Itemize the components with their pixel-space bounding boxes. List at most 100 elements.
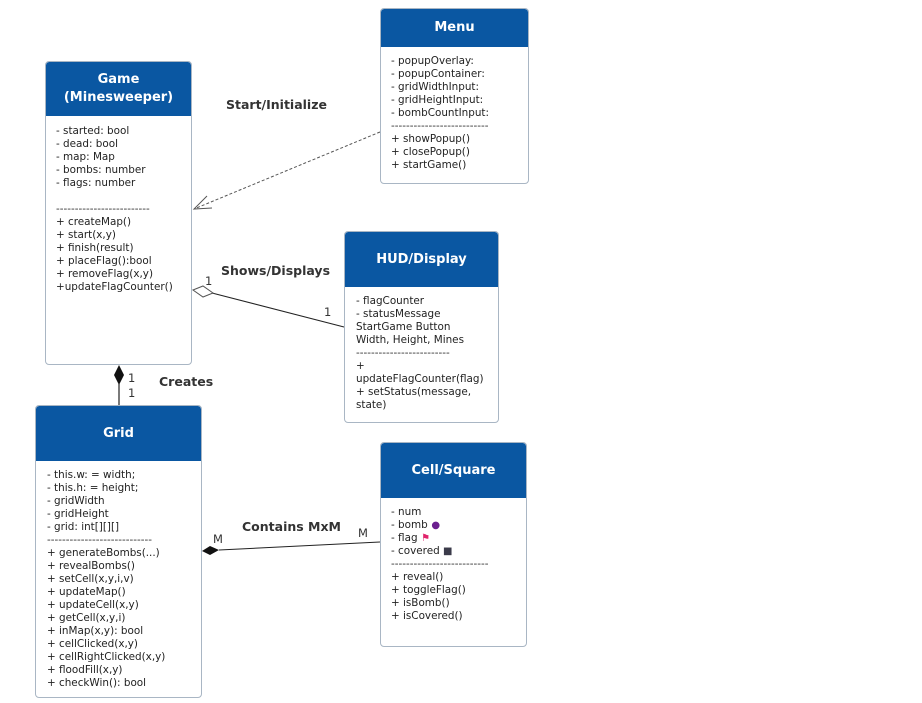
aggregation-diamond [191,285,215,298]
hud-method: state) [356,399,387,411]
multiplicity-game-hud-hud: 1 [324,305,332,319]
start-initialize-arrowhead [192,195,213,210]
game-method: + placeFlag():bool [56,255,152,267]
bomb-icon: ● [431,520,441,531]
hud-class-body: - flagCounter - statusMessage StartGame … [345,287,498,412]
grid-method: + updateMap() [47,586,126,598]
game-class-subtitle: (Minesweeper) [63,90,174,105]
cell-attribute-bomb-label: - bomb [391,519,428,531]
game-attribute: - bombs: number [56,164,146,176]
game-method: + createMap() [56,216,132,228]
hud-method: updateFlagCounter(flag) [356,373,484,385]
contains-label: Contains MxM [242,519,341,534]
menu-attribute: - gridHeightInput: [391,94,484,106]
hud-attribute: StartGame Button [356,321,451,333]
cell-attribute-bomb: - bomb● [391,519,516,532]
grid-class[interactable]: Grid - this.w: = width; - this.h: = heig… [35,405,202,698]
grid-method: + revealBombs() [47,560,135,572]
grid-method: + setCell(x,y,i,v) [47,573,134,585]
game-class-title: Game [97,72,140,87]
cell-class[interactable]: Cell/Square - num - bomb● - flag⚑ - cove… [380,442,527,647]
cell-attribute-covered-label: - covered [391,545,440,557]
game-attribute: - started: bool [56,125,130,137]
game-attribute: - flags: number [56,177,136,189]
menu-class[interactable]: Menu - popupOverlay: - popupContainer: -… [380,8,529,184]
multiplicity-game-hud-game: 1 [205,274,213,288]
hud-class-title: HUD/Display [376,251,467,267]
grid-attribute: - this.h: = height; [47,482,139,494]
composition-diamond-grid [202,546,219,555]
grid-attribute: - this.w: = width; [47,469,136,481]
grid-method: + getCell(x,y,i) [47,612,126,624]
cell-class-header: Cell/Square [381,443,526,498]
multiplicity-game-grid-game: 1 [128,371,136,385]
cell-method: + isBomb() [391,597,450,609]
multiplicity-game-grid-grid: 1 [128,386,136,400]
hud-class-header: HUD/Display [345,232,498,287]
grid-method: + cellClicked(x,y) [47,638,138,650]
grid-separator: ---------------------------- [47,534,152,546]
cell-attribute-num: - num [391,506,422,518]
cell-method: + reveal() [391,571,444,583]
grid-method: + floodFill(x,y) [47,664,123,676]
creates-label: Creates [159,374,214,389]
menu-attribute: - gridWidthInput: [391,81,479,93]
grid-class-title: Grid [103,425,134,441]
multiplicity-grid-cell-grid: M [213,532,223,546]
game-class-header: Game (Minesweeper) [46,62,191,116]
grid-attribute: - gridHeight [47,508,109,520]
game-method: + removeFlag(x,y) [56,268,154,280]
cell-method: + toggleFlag() [391,584,466,596]
grid-method: + inMap(x,y): bool [47,625,144,637]
cell-attribute-covered: - covered■ [391,545,516,558]
hud-method: + [356,360,365,372]
grid-attribute: - gridWidth [47,495,105,507]
start-initialize-label: Start/Initialize [226,97,327,112]
menu-attribute: - bombCountInput: [391,107,489,119]
grid-method: + cellRightClicked(x,y) [47,651,166,663]
game-class-body: - started: bool - dead: bool - map: Map … [46,116,191,294]
hud-attribute: - flagCounter [356,295,425,307]
square-icon: ■ [442,546,453,557]
shows-displays-connector [211,292,345,328]
grid-method: + checkWin(): bool [47,677,147,689]
menu-separator: -------------------------- [391,120,489,132]
cell-method: + isCovered() [391,610,463,622]
grid-method: + updateCell(x,y) [47,599,139,611]
cell-class-body: - num - bomb● - flag⚑ - covered■ -------… [381,498,526,623]
game-class[interactable]: Game (Minesweeper) - started: bool - dea… [45,61,192,365]
menu-attribute: - popupOverlay: [391,55,474,67]
hud-separator: ------------------------- [356,347,450,359]
game-method: +updateFlagCounter() [56,281,173,293]
menu-class-title: Menu [434,20,475,35]
menu-method: + startGame() [391,159,467,171]
game-method: + start(x,y) [56,229,116,241]
game-method: + finish(result) [56,242,134,254]
game-attribute: - map: Map [56,151,115,163]
menu-attribute: - popupContainer: [391,68,485,80]
cell-class-title: Cell/Square [411,462,496,478]
multiplicity-grid-cell-cell: M [358,526,368,540]
flag-icon: ⚑ [421,533,431,544]
shows-displays-label: Shows/Displays [221,263,331,278]
grid-class-body: - this.w: = width; - this.h: = height; -… [36,461,201,690]
hud-method: + setStatus(message, [356,386,472,398]
hud-attribute: - statusMessage [356,308,441,320]
composition-diamond-game [114,365,124,385]
game-spacer [56,190,181,203]
menu-class-body: - popupOverlay: - popupContainer: - grid… [381,47,528,172]
menu-method: + showPopup() [391,133,470,145]
cell-separator: -------------------------- [391,558,489,570]
hud-class[interactable]: HUD/Display - flagCounter - statusMessag… [344,231,499,423]
contains-connector [218,541,381,551]
game-attribute: - dead: bool [56,138,119,150]
grid-method: + generateBombs(...) [47,547,160,559]
grid-class-header: Grid [36,406,201,461]
menu-class-header: Menu [381,9,528,47]
start-initialize-connector [193,131,381,210]
game-separator: ------------------------- [56,203,150,215]
menu-method: + closePopup() [391,146,470,158]
grid-attribute: - grid: int[][][] [47,521,120,533]
cell-attribute-flag-label: - flag [391,532,418,544]
